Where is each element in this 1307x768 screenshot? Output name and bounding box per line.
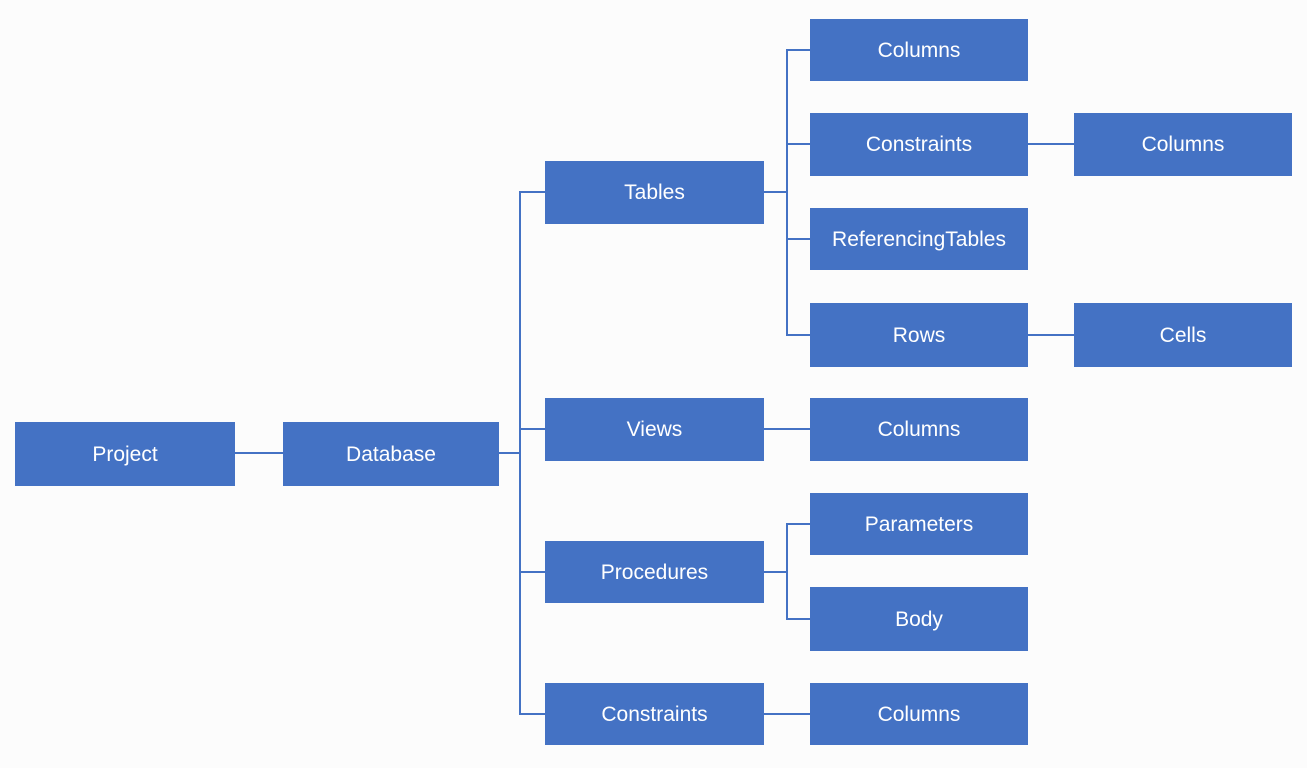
connector-trunk-views [519,428,545,430]
procedures-children-trunk [786,523,788,620]
connector-procedures-stub [764,571,788,573]
node-tables-constraints-columns-label: Columns [1141,133,1225,156]
node-views-columns-label: Columns [877,418,961,441]
connector-rows-cells [1028,334,1074,336]
node-constraints[interactable]: Constraints [545,683,764,745]
node-database[interactable]: Database [283,422,499,486]
node-constraints-columns[interactable]: Columns [810,683,1028,745]
node-rows-label: Rows [892,323,946,347]
node-database-label: Database [346,442,436,466]
node-tables-constraints[interactable]: Constraints [810,113,1028,176]
node-constraints-label: Constraints [601,702,708,726]
connector-database-stub [499,452,521,454]
connector-trunk-tables-constraints [786,143,810,145]
connector-tablesconstraints-columns [1028,143,1074,145]
node-views-label: Views [626,418,683,441]
node-parameters[interactable]: Parameters [810,493,1028,555]
connector-project-database [235,452,283,454]
connector-trunk-parameters [786,523,810,525]
node-procedures-label: Procedures [600,560,709,584]
node-project-label: Project [92,442,158,466]
connector-trunk-tables-columns [786,49,810,51]
node-referencing-tables-label: ReferencingTables [832,227,1006,251]
connector-views-columns [764,428,810,430]
connector-trunk-constraints [519,713,545,715]
node-views-columns[interactable]: Columns [810,398,1028,461]
node-tables[interactable]: Tables [545,161,764,224]
node-tables-columns-label: Columns [877,38,961,62]
node-tables-constraints-label: Constraints [865,133,973,156]
node-constraints-columns-label: Columns [877,702,961,726]
connector-trunk-tables [519,191,545,193]
connector-trunk-referencing-tables [786,238,810,240]
node-referencing-tables[interactable]: ReferencingTables [810,208,1028,270]
node-cells[interactable]: Cells [1074,303,1292,367]
tables-children-trunk [786,49,788,336]
database-children-trunk [519,191,521,715]
connector-trunk-rows [786,334,810,336]
node-tables-constraints-columns[interactable]: Columns [1074,113,1292,176]
node-views[interactable]: Views [545,398,764,461]
node-rows[interactable]: Rows [810,303,1028,367]
node-tables-label: Tables [624,181,685,204]
node-parameters-label: Parameters [864,512,974,536]
connector-tables-stub [764,191,788,193]
node-tables-columns[interactable]: Columns [810,19,1028,81]
node-body-label: Body [895,607,943,631]
node-cells-label: Cells [1159,323,1207,347]
connector-trunk-procedures [519,571,545,573]
node-project[interactable]: Project [15,422,235,486]
connector-constraints-columns [764,713,810,715]
node-body[interactable]: Body [810,587,1028,651]
connector-trunk-body [786,618,810,620]
node-procedures[interactable]: Procedures [545,541,764,603]
